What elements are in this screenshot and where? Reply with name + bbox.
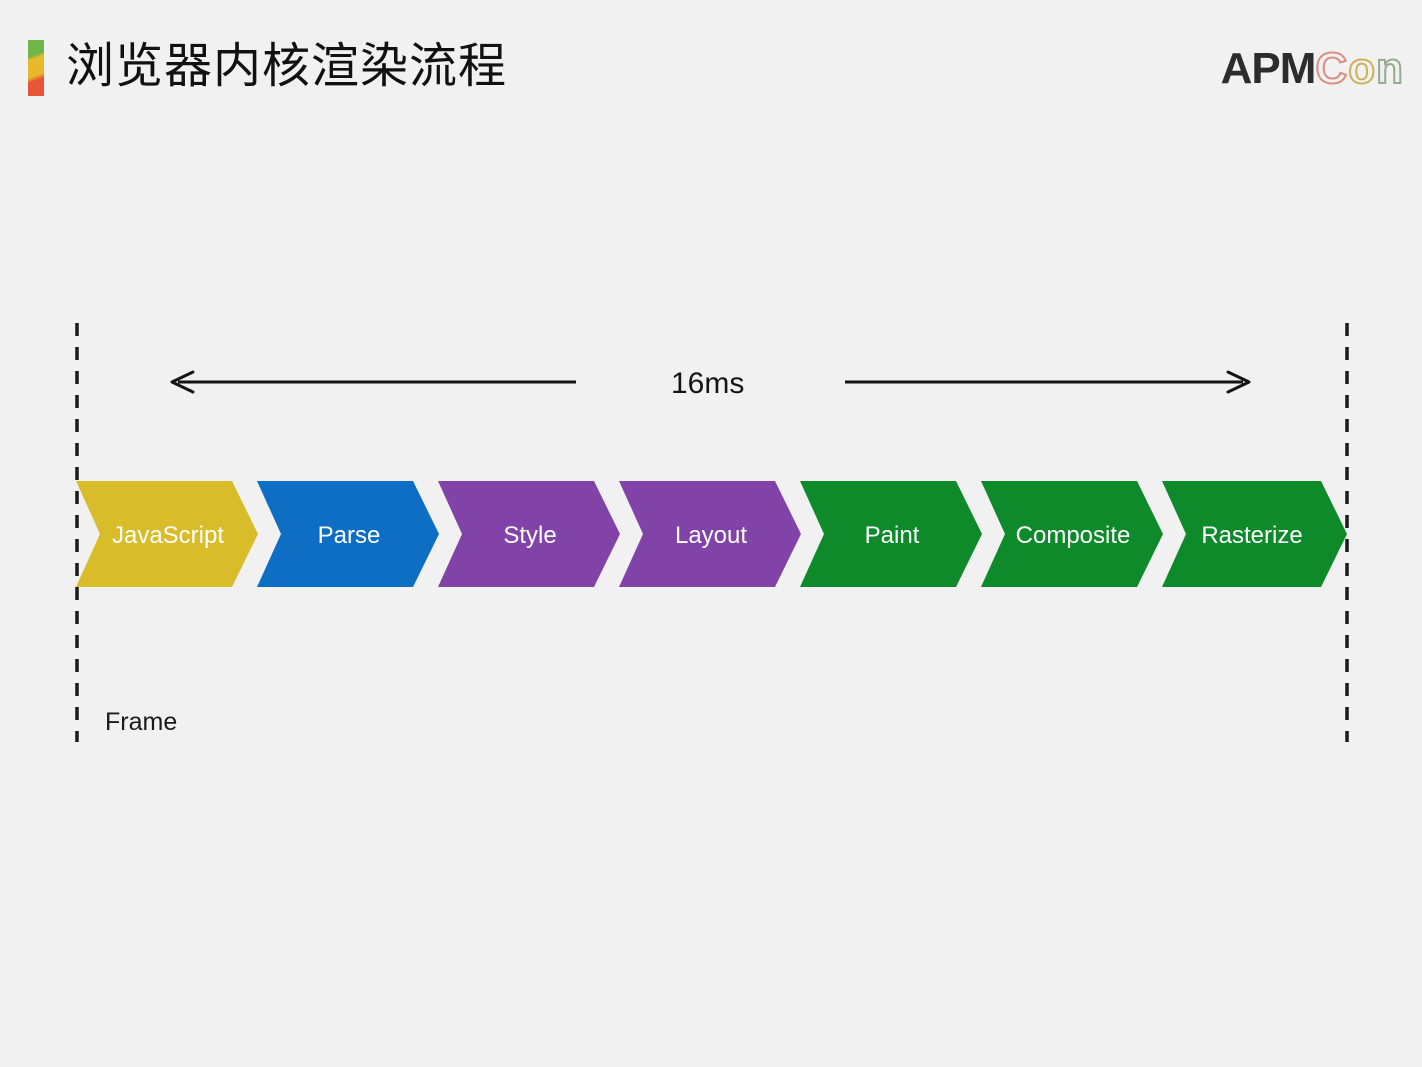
stage-label-rasterize: Rasterize <box>1201 522 1302 549</box>
logo-letter-c: C <box>1314 43 1349 94</box>
pipeline-stage-rasterize[interactable]: Rasterize <box>1162 481 1347 587</box>
pipeline-stage-style[interactable]: Style <box>438 481 620 587</box>
pipeline-stages: JavaScript Parse Style Layout Paint Comp <box>76 481 1347 587</box>
pipeline-stage-layout[interactable]: Layout <box>619 481 801 587</box>
page-title: 浏览器内核渲染流程 <box>66 38 508 94</box>
duration-arrow-left <box>170 370 576 394</box>
stage-label-layout: Layout <box>675 522 747 549</box>
pipeline-stage-parse[interactable]: Parse <box>257 481 439 587</box>
stage-label-style: Style <box>503 522 556 549</box>
stage-label-paint: Paint <box>865 522 920 549</box>
frame-label: Frame <box>105 708 178 736</box>
logo-text-con: C o n <box>1314 43 1404 94</box>
stage-label-composite: Composite <box>1016 522 1131 549</box>
duration-arrow-right <box>845 370 1251 394</box>
pipeline-stage-javascript[interactable]: JavaScript <box>76 481 258 587</box>
apmcon-logo: APM C o n <box>1221 42 1404 96</box>
duration-label: 16ms <box>671 367 745 400</box>
logo-letter-n: n <box>1375 43 1404 94</box>
stage-label-javascript: JavaScript <box>112 522 224 549</box>
title-accent-bar <box>28 40 44 96</box>
logo-text-apm: APM <box>1220 44 1317 93</box>
logo-letter-o: o <box>1347 43 1377 94</box>
pipeline-stage-paint[interactable]: Paint <box>800 481 982 587</box>
pipeline-stage-composite[interactable]: Composite <box>981 481 1163 587</box>
stage-label-parse: Parse <box>318 522 381 549</box>
slide-header: 浏览器内核渲染流程 APM C o n <box>0 0 1422 130</box>
